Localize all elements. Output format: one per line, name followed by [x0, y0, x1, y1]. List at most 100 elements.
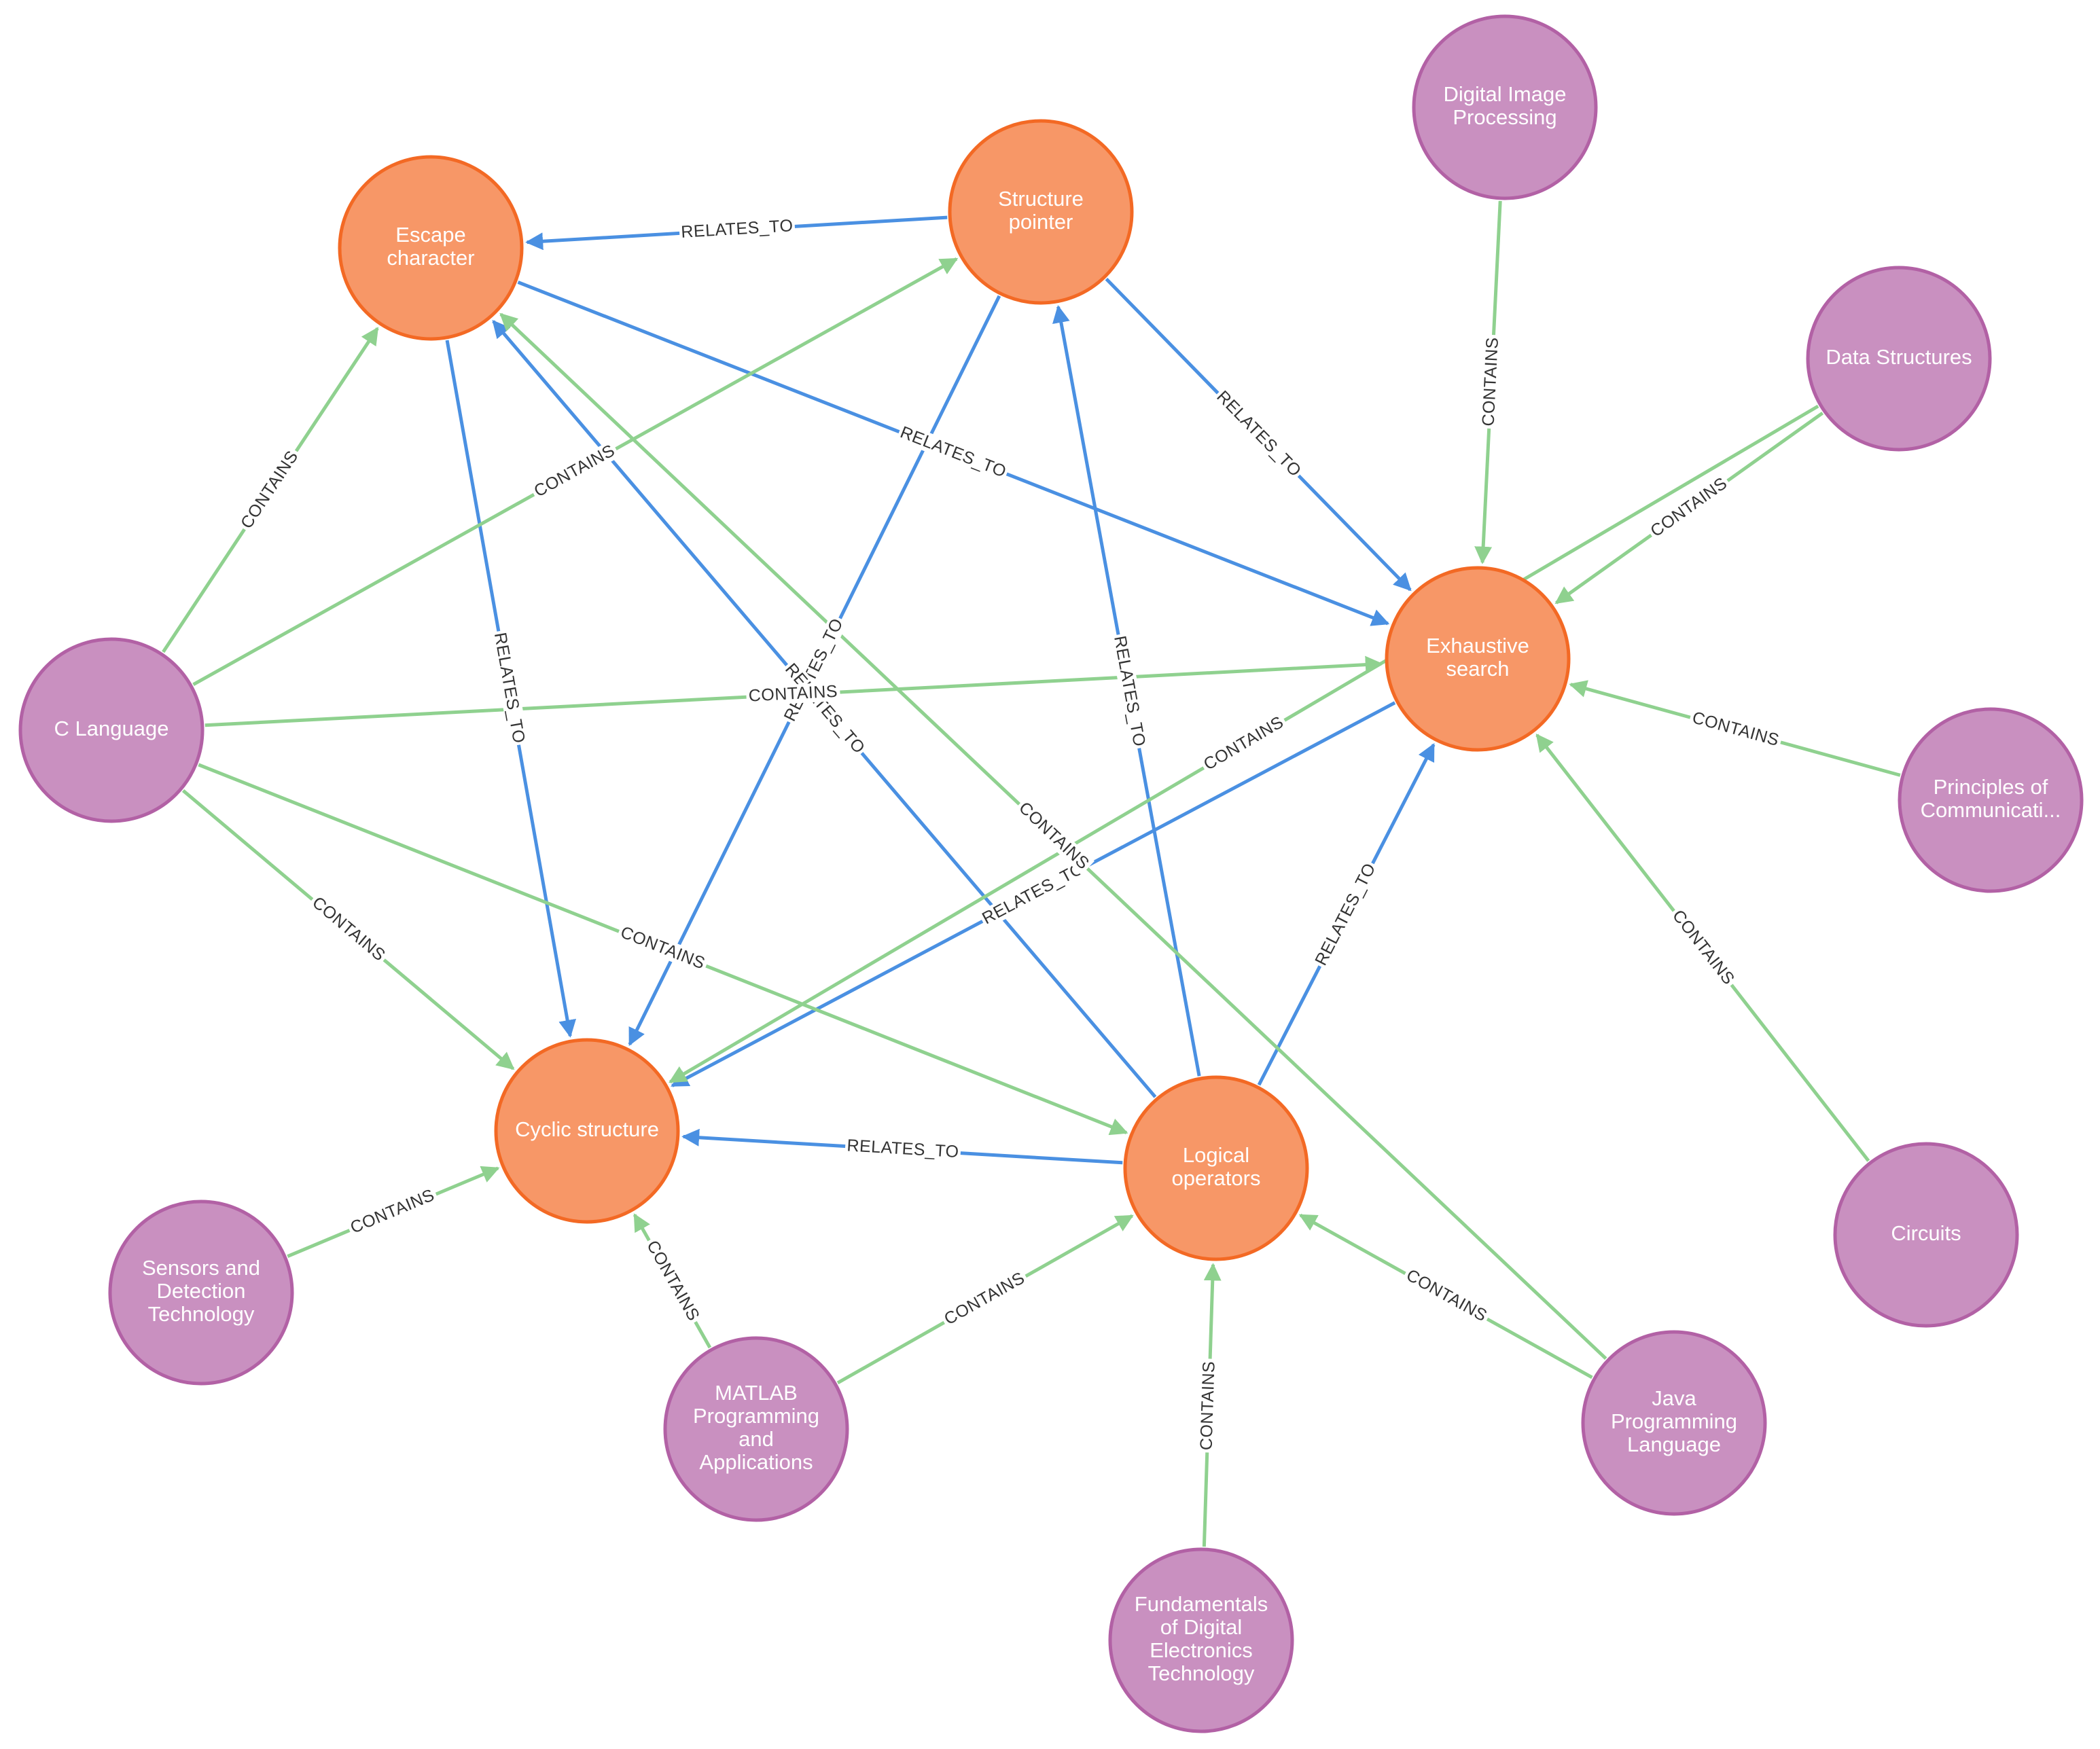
edge-label-group: RELATES_TO: [490, 629, 529, 746]
node-circle[interactable]: [18, 637, 204, 823]
node-circle[interactable]: [1898, 707, 2084, 893]
edge-label-group: CONTAINS: [1401, 1264, 1493, 1327]
edge-label-background: [529, 439, 620, 503]
node-label-line: Programming: [1611, 1409, 1737, 1433]
node-circle[interactable]: [1412, 14, 1598, 200]
node-label-line: C Language: [54, 717, 169, 740]
node-label-line: MATLAB: [715, 1381, 798, 1405]
edge-label-background: [616, 922, 710, 975]
node-label-line: Electronics: [1150, 1638, 1253, 1662]
node-label-line: Cyclic structure: [515, 1117, 659, 1141]
edge-label: CONTAINS: [941, 1268, 1028, 1329]
edge-label-background: [679, 216, 796, 242]
edge-label-group: CONTAINS: [939, 1267, 1031, 1331]
node-label-line: Programming: [693, 1404, 819, 1428]
edge-label-background: [1478, 334, 1503, 429]
edge-label: RELATES_TO: [1213, 387, 1305, 481]
edge-label-background: [939, 1267, 1031, 1331]
node-label-line: Data Structures: [1826, 345, 1972, 369]
node-label-line: Communicati...: [1921, 798, 2061, 822]
edge-label-group: CONTAINS: [345, 1185, 440, 1239]
node-circle[interactable]: [663, 1336, 849, 1522]
edge-label-background: [745, 682, 841, 706]
node-circle[interactable]: [1833, 1142, 2019, 1328]
node-cyclic[interactable]: Cyclic structure: [494, 1038, 680, 1224]
edge-label-background: [236, 445, 304, 535]
edge-label: RELATES_TO: [847, 1136, 960, 1161]
node-label-line: character: [387, 246, 474, 270]
node-circuits[interactable]: Circuits: [1833, 1142, 2019, 1328]
edge-label: CONTAINS: [618, 922, 707, 973]
edge-label-background: [1645, 472, 1733, 543]
node-circle[interactable]: [1108, 1547, 1294, 1733]
node-label-line: Applications: [699, 1450, 813, 1474]
node-label-line: Processing: [1453, 105, 1556, 129]
edge-label-background: [1311, 859, 1381, 971]
edge-label-group: CONTAINS: [1688, 707, 1783, 751]
node-circle[interactable]: [1806, 266, 1992, 452]
node-circle[interactable]: [338, 155, 524, 341]
node-label-line: operators: [1172, 1166, 1261, 1190]
node-c[interactable]: C Language: [18, 637, 204, 823]
node-circle[interactable]: [948, 119, 1134, 305]
edge-label: CONTAINS: [1196, 1360, 1218, 1450]
edge-label: RELATES_TO: [1311, 860, 1379, 969]
edge-label: CONTAINS: [1478, 337, 1501, 427]
edge-label: CONTAINS: [531, 441, 618, 501]
node-circle[interactable]: [1123, 1075, 1309, 1261]
edge-label: CONTAINS: [348, 1185, 438, 1238]
node-label: C Language: [54, 717, 169, 740]
node-label-line: Logical: [1183, 1143, 1249, 1167]
node-label: Data Structures: [1826, 345, 1972, 369]
edge-label: RELATES_TO: [897, 422, 1009, 481]
edge-label-background: [1013, 797, 1095, 876]
edge-label: RELATES_TO: [681, 216, 794, 242]
edge-label-group: CONTAINS: [236, 445, 304, 535]
edge-label-background: [978, 858, 1089, 929]
node-label-line: search: [1446, 657, 1509, 681]
edge-label: CONTAINS: [1690, 708, 1781, 750]
edge-label: CONTAINS: [748, 682, 838, 706]
node-circle[interactable]: [1581, 1330, 1767, 1516]
node-label: Cyclic structure: [515, 1117, 659, 1141]
node-label-line: Detection: [157, 1279, 246, 1303]
edge-label-background: [1401, 1264, 1493, 1327]
node-label-line: of Digital: [1160, 1615, 1243, 1639]
node-label-line: Language: [1627, 1432, 1721, 1456]
node-circle[interactable]: [494, 1038, 680, 1224]
edge-label-background: [1198, 711, 1289, 776]
edge-label-background: [490, 629, 529, 746]
node-label-line: Digital Image: [1444, 82, 1567, 106]
edge-label: CONTAINS: [1200, 713, 1287, 774]
node-label: Circuits: [1891, 1221, 1961, 1245]
node-label-line: pointer: [1009, 210, 1073, 234]
edge-label-background: [1688, 707, 1783, 751]
node-label-line: Circuits: [1891, 1221, 1961, 1245]
node-circle[interactable]: [1385, 566, 1571, 752]
edge-label-group: CONTAINS: [1196, 1358, 1220, 1453]
node-circle[interactable]: [108, 1200, 294, 1386]
node-ds[interactable]: Data Structures: [1806, 266, 1992, 452]
edge-label: CONTAINS: [1403, 1265, 1490, 1325]
edge-label-group: RELATES_TO: [1211, 386, 1306, 482]
node-label-line: Principles of: [1934, 775, 2048, 799]
